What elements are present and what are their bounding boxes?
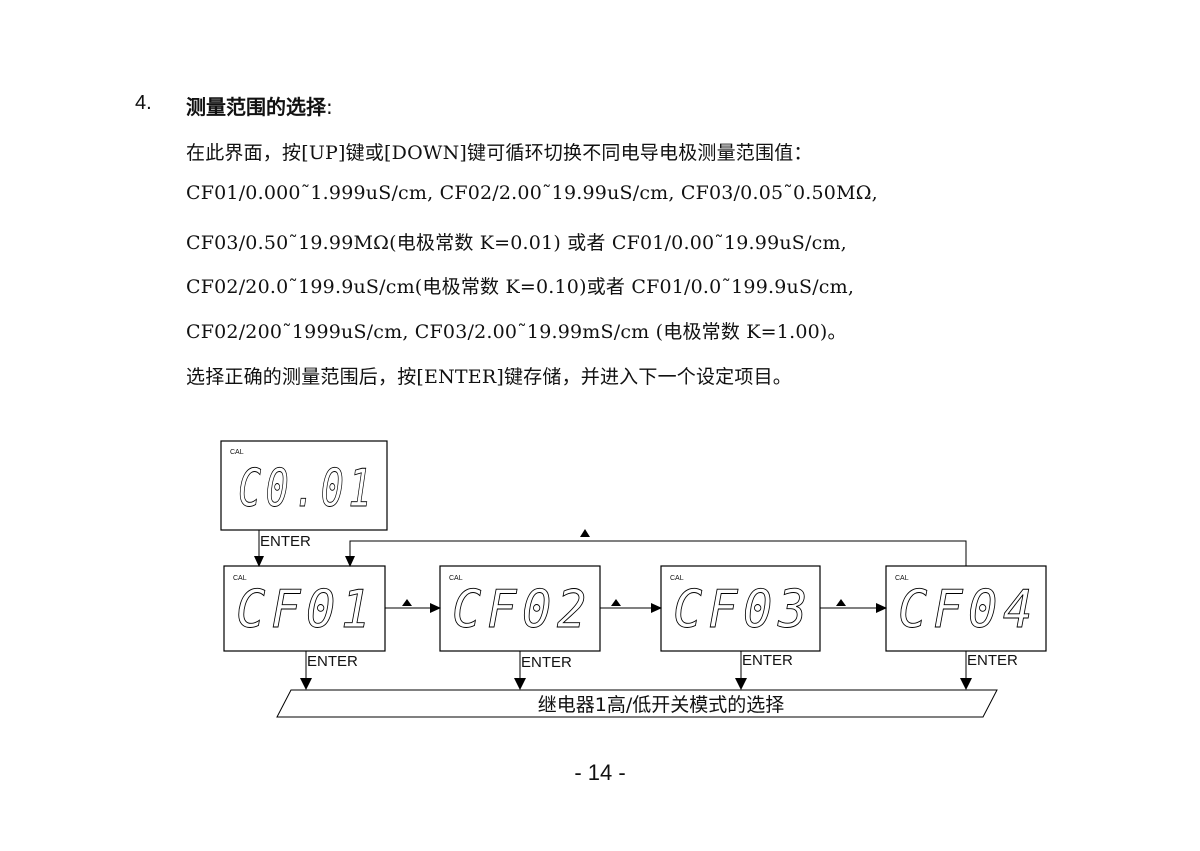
lcd-frame — [885, 565, 1047, 652]
lcd-frame — [660, 565, 821, 652]
lcd-display-cf01: CAL CF01 — [223, 565, 386, 652]
cal-indicator: CAL — [895, 575, 909, 582]
down-arrow-icon — [300, 678, 312, 690]
right-arrow-icon — [651, 603, 662, 613]
paragraph-line: CF01/0.000˜1.999uS/cm, CF02/2.00˜19.99uS… — [186, 182, 878, 204]
right-arrow-icon — [876, 603, 887, 613]
up-triangle-icon — [402, 599, 412, 606]
enter-label: ENTER — [521, 654, 572, 671]
lcd-display-cf04: CAL CF04 — [885, 565, 1047, 652]
lcd-display-cf03: CAL CF03 — [660, 565, 821, 652]
paragraph-line: 在此界面，按[UP]键或[DOWN]键可循环切换不同电导电极测量范围值： — [186, 142, 813, 164]
section-title-colon: : — [326, 95, 333, 119]
loop-back-line — [349, 540, 967, 566]
cal-indicator: CAL — [230, 449, 244, 456]
paragraph-line: CF02/20.0˜199.9uS/cm(电极常数 K=0.10)或者 CF01… — [186, 276, 855, 298]
next-step-label: 继电器1高/低开关模式的选择 — [538, 694, 785, 716]
cal-indicator: CAL — [233, 575, 247, 582]
paragraph-line: CF03/0.50˜19.99MΩ(电极常数 K=0.01) 或者 CF01/0… — [186, 232, 847, 254]
enter-label: ENTER — [967, 652, 1018, 669]
lcd-digits: CF01 — [236, 580, 376, 640]
paragraph-line: 选择正确的测量范围后，按[ENTER]键存储，并进入下一个设定项目。 — [186, 366, 792, 388]
cal-indicator: CAL — [670, 575, 684, 582]
up-triangle-icon — [836, 599, 846, 606]
right-arrow-icon — [430, 603, 441, 613]
page-number: - 14 - — [574, 760, 626, 785]
section-title-text: 测量范围的选择 — [186, 95, 326, 119]
section-number: 4. — [135, 92, 152, 114]
up-triangle-icon — [580, 529, 590, 537]
lcd-digits: CF02 — [452, 580, 592, 640]
lcd-digits: CF03 — [673, 580, 813, 640]
down-arrow-icon — [254, 556, 264, 567]
lcd-frame — [439, 565, 601, 652]
up-triangle-icon — [611, 599, 621, 606]
down-arrow-icon — [735, 678, 747, 690]
lcd-display-cf02: CAL CF02 — [439, 565, 601, 652]
down-arrow-icon — [514, 678, 526, 690]
lcd-display-start: CAL C0.01 — [220, 440, 388, 531]
down-arrow-icon — [345, 556, 355, 567]
enter-label: ENTER — [260, 533, 311, 550]
down-arrow-icon — [960, 678, 972, 690]
lcd-digits: C0.01 — [238, 459, 376, 519]
enter-label: ENTER — [307, 653, 358, 670]
enter-label: ENTER — [742, 652, 793, 669]
cal-indicator: CAL — [449, 575, 463, 582]
lcd-frame — [220, 440, 388, 531]
next-step-box — [276, 689, 998, 718]
paragraph-line: CF02/200˜1999uS/cm, CF03/2.00˜19.99mS/cm… — [186, 321, 847, 343]
lcd-digits: CF04 — [898, 580, 1038, 640]
section-title: 测量范围的选择: — [186, 91, 333, 120]
